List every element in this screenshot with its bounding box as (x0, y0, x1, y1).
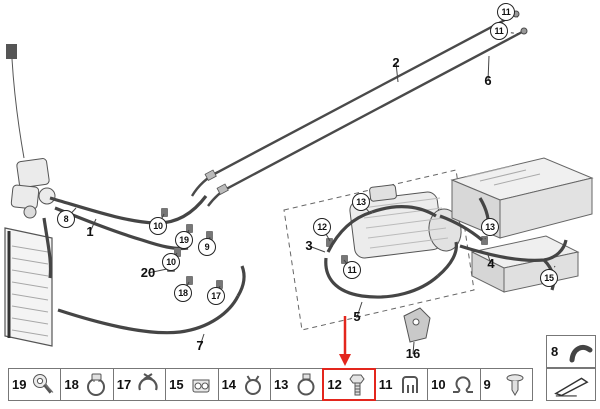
part-number-label: 11 (378, 377, 393, 392)
callout-17[interactable]: 17 (207, 287, 225, 305)
callout-10[interactable]: 10 (162, 253, 180, 271)
expansion-tank-assembly (6, 44, 56, 219)
part-number-label: 15 (169, 377, 184, 392)
callout-11[interactable]: 11 (343, 261, 361, 279)
parts-strip-cell-wedge[interactable] (546, 368, 596, 401)
screw-bolt-icon (343, 371, 372, 399)
clamp-icon (238, 371, 269, 399)
pipe-clip-icon (185, 371, 216, 399)
callout-12[interactable]: 12 (313, 218, 331, 236)
callout-5[interactable]: 5 (353, 309, 361, 324)
callout-13[interactable]: 13 (352, 193, 370, 211)
coolant-pipes (190, 10, 528, 207)
parts-strip: 19 18 17 15 14 13 12 11 10 9 (8, 368, 533, 401)
parts-strip-cell-9[interactable]: 9 (479, 368, 533, 401)
parts-strip-cell-14[interactable]: 14 (217, 368, 271, 401)
callout-13[interactable]: 13 (481, 218, 499, 236)
callout-8[interactable]: 8 (57, 210, 75, 228)
hose-clamp-2-icon (290, 371, 321, 399)
parts-strip-cell-10[interactable]: 10 (427, 368, 481, 401)
callout-19[interactable]: 19 (175, 231, 193, 249)
bracket-16 (403, 307, 431, 343)
line-clip-icon (395, 371, 426, 399)
callout-16[interactable]: 16 (405, 346, 421, 361)
callout-11[interactable]: 11 (497, 3, 515, 21)
spring-band-clamp-icon (133, 371, 164, 399)
part-number-label: 17 (116, 377, 132, 392)
part-number-label: 18 (64, 377, 79, 392)
parts-strip-cell-19[interactable]: 19 (8, 368, 62, 401)
part-number-label: 10 (431, 377, 446, 392)
callout-7[interactable]: 7 (196, 338, 204, 353)
callout-20[interactable]: 20 (140, 265, 156, 280)
wedge-strip-icon (551, 371, 593, 399)
callout-4[interactable]: 4 (487, 256, 495, 271)
center-hoses (324, 205, 484, 299)
parts-strip-cell-15[interactable]: 15 (165, 368, 219, 401)
part-number-label: 8 (551, 344, 559, 359)
callout-9[interactable]: 9 (198, 238, 216, 256)
torx-screw-icon (28, 371, 59, 399)
parts-strip-cell-13[interactable]: 13 (269, 368, 324, 401)
parts-strip-cell-11[interactable]: 11 (374, 368, 429, 401)
highlight-arrow (339, 316, 351, 366)
radiator (4, 227, 53, 347)
callout-10[interactable]: 10 (149, 217, 167, 235)
callout-3[interactable]: 3 (305, 238, 313, 253)
callout-18[interactable]: 18 (174, 284, 192, 302)
part-number-label: 9 (483, 377, 491, 392)
parts-strip-cell-18[interactable]: 18 (60, 368, 114, 401)
callout-6[interactable]: 6 (484, 73, 492, 88)
formed-hose-icon (568, 338, 594, 366)
callout-11[interactable]: 11 (490, 22, 508, 40)
part-number-label: 14 (221, 377, 237, 392)
part-number-label: 13 (273, 377, 289, 392)
part-number-label: 19 (12, 377, 27, 392)
callout-2[interactable]: 2 (392, 55, 400, 70)
callout-15[interactable]: 15 (540, 269, 558, 287)
parts-strip-cell-17[interactable]: 17 (112, 368, 167, 401)
battery-unit (450, 157, 594, 293)
holder-clamp-icon (447, 371, 478, 399)
callout-1[interactable]: 1 (86, 224, 94, 239)
parts-strip-cell-8[interactable]: 8 (546, 335, 596, 368)
hose-clamp-icon (80, 371, 111, 399)
parts-strip-cell-12[interactable]: 12 (322, 368, 376, 401)
part-number-label: 12 (327, 377, 342, 392)
focus-region (283, 169, 475, 331)
expanding-rivet-icon (500, 371, 531, 399)
